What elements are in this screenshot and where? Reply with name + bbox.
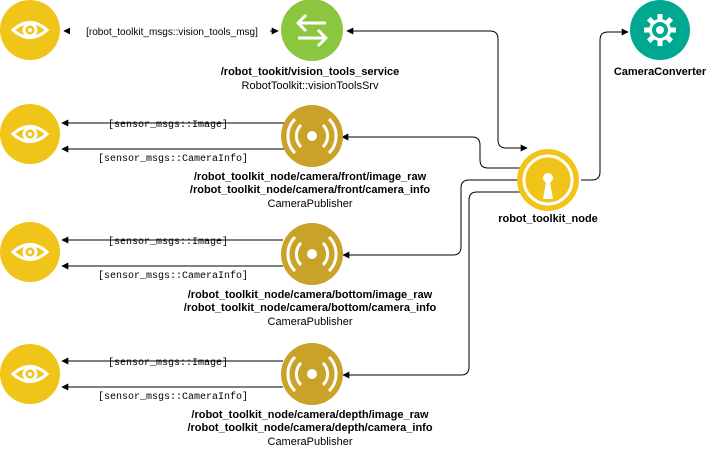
bottom-image-topic: /robot_toolkit_node/camera/bottom/image_… (188, 289, 433, 301)
front-info-topic: /robot_toolkit_node/camera/front/camera_… (190, 184, 430, 196)
viewer-node-1[interactable] (0, 0, 60, 60)
gear-icon (630, 0, 690, 60)
camera-converter-label: CameraConverter (614, 66, 707, 78)
edge-node-front (341, 133, 527, 169)
edge-label-front-info: [sensor_msgs::CameraInfo] (98, 153, 248, 165)
eye-icon (0, 344, 60, 404)
eye-icon (0, 222, 60, 282)
broadcast-icon (517, 149, 579, 211)
edge-label-bottom-info: [sensor_msgs::CameraInfo] (98, 270, 248, 282)
viewer-node-2[interactable] (0, 104, 60, 164)
viewer-node-4[interactable] (0, 344, 60, 404)
depth-publisher-type: CameraPublisher (268, 436, 353, 448)
viewer-node-3[interactable] (0, 222, 60, 282)
edge-label-vision-msg: [robot_toolkit_msgs::vision_tools_msg] (86, 27, 258, 38)
vision-service-node[interactable]: /robot_tookit/vision_tools_service Robot… (221, 0, 400, 92)
broadcast-icon (281, 223, 343, 285)
bottom-publisher-type: CameraPublisher (268, 316, 353, 328)
depth-camera-publisher[interactable]: /robot_toolkit_node/camera/depth/image_r… (187, 343, 433, 448)
bottom-camera-publisher[interactable]: /robot_toolkit_node/camera/bottom/image_… (184, 223, 437, 328)
camera-converter-node[interactable]: CameraConverter (614, 0, 707, 78)
edge-label-front-image: [sensor_msgs::Image] (108, 119, 228, 131)
edge-node-bottom (342, 179, 527, 259)
edge-label-depth-image: [sensor_msgs::Image] (108, 357, 228, 369)
depth-image-topic: /robot_toolkit_node/camera/depth/image_r… (191, 409, 429, 421)
vision-service-topic: /robot_tookit/vision_tools_service (221, 66, 400, 78)
edge-node-converter (581, 28, 629, 181)
robot-toolkit-node-label: robot_toolkit_node (498, 213, 598, 225)
broadcast-icon (281, 343, 343, 405)
front-camera-publisher[interactable]: /robot_toolkit_node/camera/front/image_r… (190, 105, 430, 210)
depth-info-topic: /robot_toolkit_node/camera/depth/camera_… (187, 422, 432, 434)
bottom-info-topic: /robot_toolkit_node/camera/bottom/camera… (184, 302, 437, 314)
swap-arrows-icon (281, 0, 343, 61)
edge-label-bottom-image: [sensor_msgs::Image] (108, 236, 228, 248)
eye-icon (0, 0, 60, 60)
broadcast-icon (281, 105, 343, 167)
robot-toolkit-node[interactable]: robot_toolkit_node (498, 149, 598, 225)
front-publisher-type: CameraPublisher (268, 198, 353, 210)
front-image-topic: /robot_toolkit_node/camera/front/image_r… (194, 171, 427, 183)
edge-vision-node (346, 27, 528, 152)
vision-service-type: RobotToolkit::visionToolsSrv (242, 80, 379, 92)
edge-node-depth (342, 191, 527, 379)
edge-label-depth-info: [sensor_msgs::CameraInfo] (98, 391, 248, 403)
eye-icon (0, 104, 60, 164)
